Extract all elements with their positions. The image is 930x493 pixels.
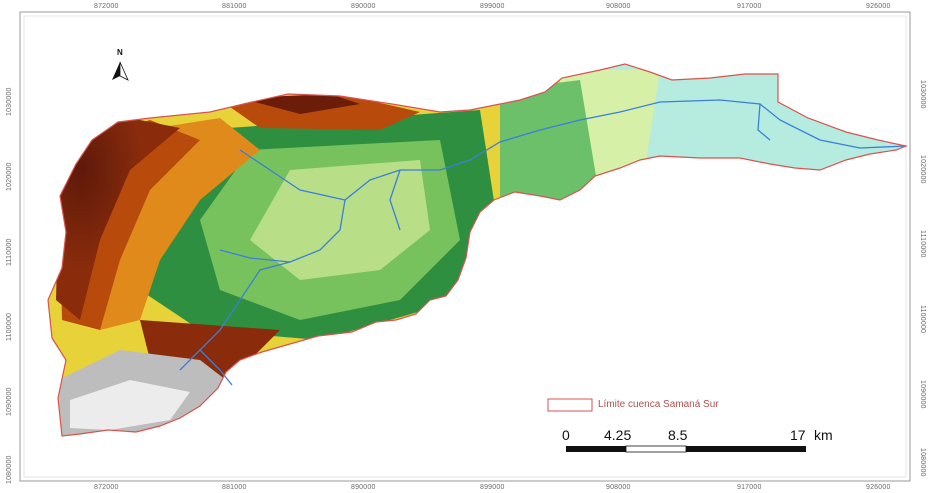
north-label: N [117, 48, 123, 57]
coord-top-label: 872000 [94, 3, 119, 10]
coord-top-label: 881000 [222, 3, 247, 10]
scale-label: 4.25 [604, 427, 632, 443]
coord-right-label: 1090000 [919, 380, 926, 409]
coord-left-label: 1020000 [6, 162, 13, 191]
coord-bottom-label: 917000 [737, 484, 762, 491]
scale-label: 8.5 [668, 427, 688, 443]
coord-right-label: 1080000 [919, 448, 926, 477]
coord-bottom-label: 908000 [606, 484, 631, 491]
coord-bottom-label: 926000 [866, 484, 891, 491]
elevation-raster [48, 64, 906, 436]
coord-right-label: 1030000 [919, 80, 926, 109]
basin-boundary [47, 63, 909, 437]
coord-top-label: 908000 [606, 3, 631, 10]
coord-top-label: 890000 [351, 3, 376, 10]
coord-left-label: 1090000 [6, 387, 13, 416]
coord-left-label: 1080000 [6, 455, 13, 484]
scale-label: 0 [562, 427, 570, 443]
coord-bottom-label: 899000 [480, 484, 505, 491]
coord-left-label: 1110000 [6, 238, 13, 266]
coord-top-label: 926000 [866, 3, 891, 10]
coord-top-label: 899000 [480, 3, 505, 10]
legend-label: Límite cuenca Samaná Sur [598, 399, 719, 410]
scale-label: 17 [790, 427, 806, 443]
coord-left-label: 1030000 [6, 87, 13, 116]
scale-bar [566, 445, 806, 453]
coord-bottom-label: 890000 [351, 484, 376, 491]
north-arrow-icon [112, 61, 129, 81]
legend-boundary-swatch [547, 398, 593, 412]
scale-unit-label: km [814, 427, 833, 443]
river-network [179, 99, 907, 386]
coord-right-label: 1100000 [919, 305, 926, 334]
coord-right-label: 1020000 [919, 155, 926, 184]
coord-bottom-label: 872000 [94, 484, 119, 491]
coord-left-label: 1100000 [6, 312, 13, 341]
coord-right-label: 1110000 [919, 230, 926, 258]
coord-bottom-label: 881000 [222, 484, 247, 491]
coord-top-label: 917000 [737, 3, 762, 10]
